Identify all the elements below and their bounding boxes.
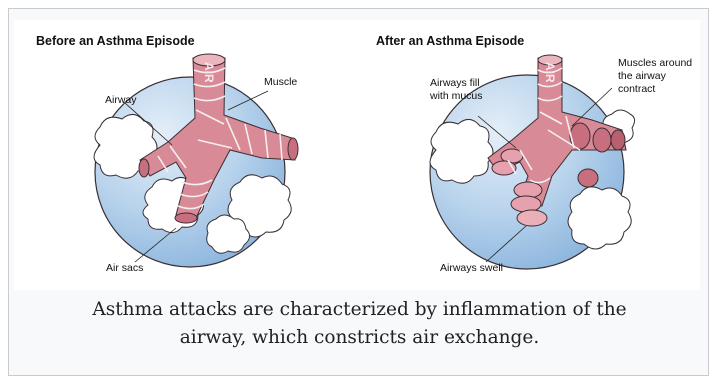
muscle-label: Muscle [264,76,297,89]
mucus-label: Airways fill with mucus [430,77,483,103]
air-sacs-label: Air sacs [106,262,143,275]
airways-swell-label: Airways swell [440,262,503,275]
caption-line-1: Asthma attacks are characterized by infl… [9,296,710,324]
caption-line-2: airway, which constricts air exchange. [9,324,710,352]
after-air-label: AIR [543,62,557,83]
figure-caption: Asthma attacks are characterized by infl… [9,296,710,352]
muscles-contract-label: Muscles around the airway contract [618,57,692,96]
after-panel-title: After an Asthma Episode [376,34,524,48]
before-air-label: AIR [202,62,216,83]
airway-label: Airway [105,94,137,107]
